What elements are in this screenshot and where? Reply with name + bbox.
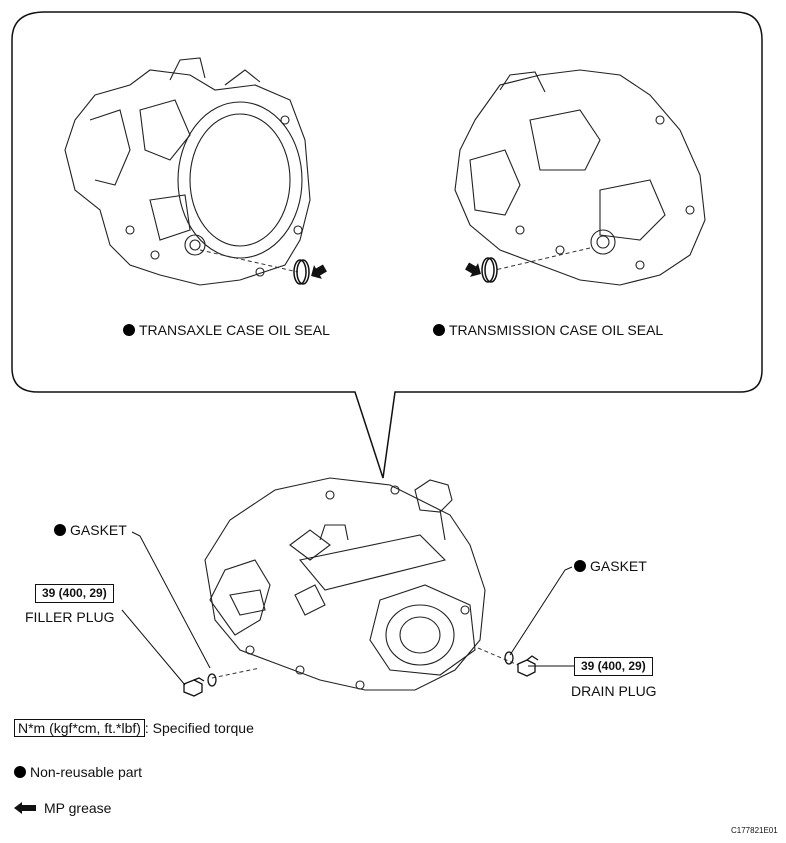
filler-gasket-drawing <box>207 673 217 687</box>
drain-gasket-drawing <box>504 651 514 665</box>
left-grease-arrow-icon <box>311 264 327 279</box>
callout-bubble <box>11 11 763 479</box>
leader-lines <box>121 531 574 686</box>
non-reusable-dot-icon <box>54 524 66 536</box>
transmission-case-drawing <box>454 69 706 286</box>
black-arrow-icon <box>14 802 36 814</box>
filler-plug-drawing <box>183 677 205 697</box>
figure-code: C177821E01 <box>731 826 778 835</box>
legend-torque: N*m (kgf*cm, ft.*lbf): Specified torque <box>14 719 254 737</box>
filler-plug-torque-box: 39 (400, 29) <box>35 584 114 603</box>
right-oil-seal-drawing <box>481 257 498 283</box>
main-transaxle-drawing <box>204 477 486 691</box>
non-reusable-dot-icon <box>574 560 586 572</box>
torque-units-box: N*m (kgf*cm, ft.*lbf) <box>14 719 145 737</box>
transmission-seal-label: TRANSMISSION CASE OIL SEAL <box>433 322 663 338</box>
drain-plug-drawing <box>517 655 539 677</box>
non-reusable-dot-icon <box>123 324 135 336</box>
legend-mp-grease: MP grease <box>14 800 111 816</box>
transaxle-case-drawing <box>64 57 311 286</box>
gasket-right-label: GASKET <box>574 558 647 574</box>
gasket-left-label: GASKET <box>54 522 127 538</box>
legend-non-reusable: Non-reusable part <box>14 764 142 780</box>
drain-plug-torque-box: 39 (400, 29) <box>574 657 653 676</box>
transaxle-seal-label: TRANSAXLE CASE OIL SEAL <box>123 322 330 338</box>
torque-desc: : Specified torque <box>144 720 254 736</box>
right-grease-arrow-icon <box>465 262 481 277</box>
non-reusable-dot-icon <box>433 324 445 336</box>
left-oil-seal-drawing <box>293 259 310 285</box>
drain-plug-label: DRAIN PLUG <box>571 683 657 699</box>
filler-plug-label: FILLER PLUG <box>25 609 115 625</box>
filled-circle-icon <box>14 766 26 778</box>
